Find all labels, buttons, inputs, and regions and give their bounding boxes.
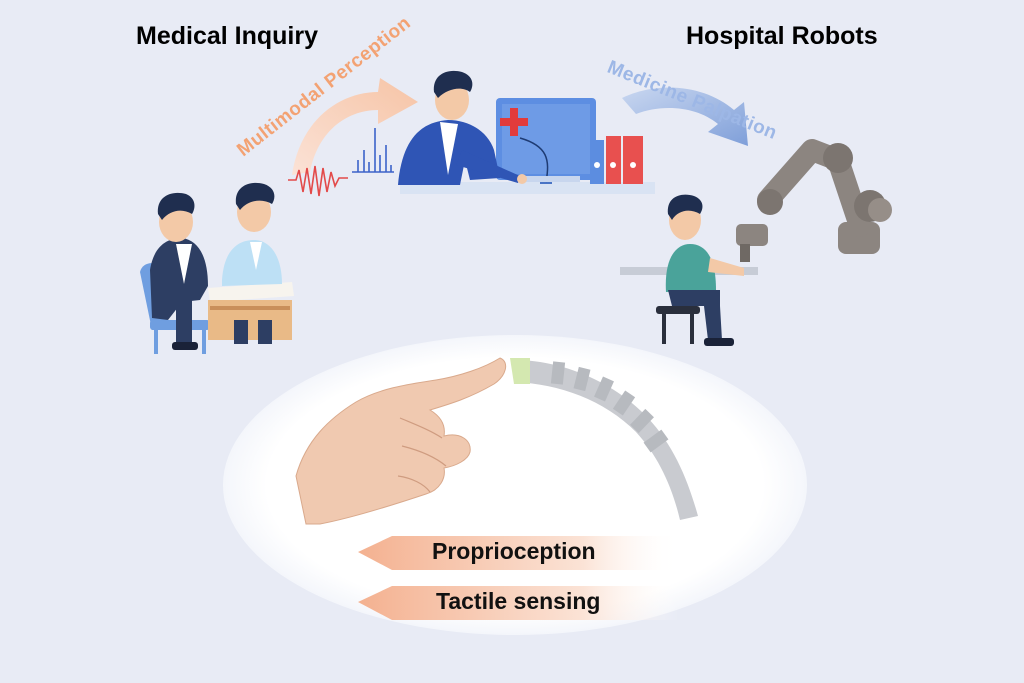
doctor-patient-scene	[140, 183, 294, 354]
title-hospital-robots: Hospital Robots	[686, 22, 878, 51]
label-tactile-sensing: Tactile sensing	[436, 588, 600, 615]
spectrum-signal	[352, 128, 394, 172]
doctor-computer-scene	[398, 71, 655, 194]
label-proprioception: Proprioception	[432, 538, 596, 565]
robot-arm-patient-scene	[620, 143, 892, 346]
title-medical-inquiry: Medical Inquiry	[136, 22, 318, 51]
